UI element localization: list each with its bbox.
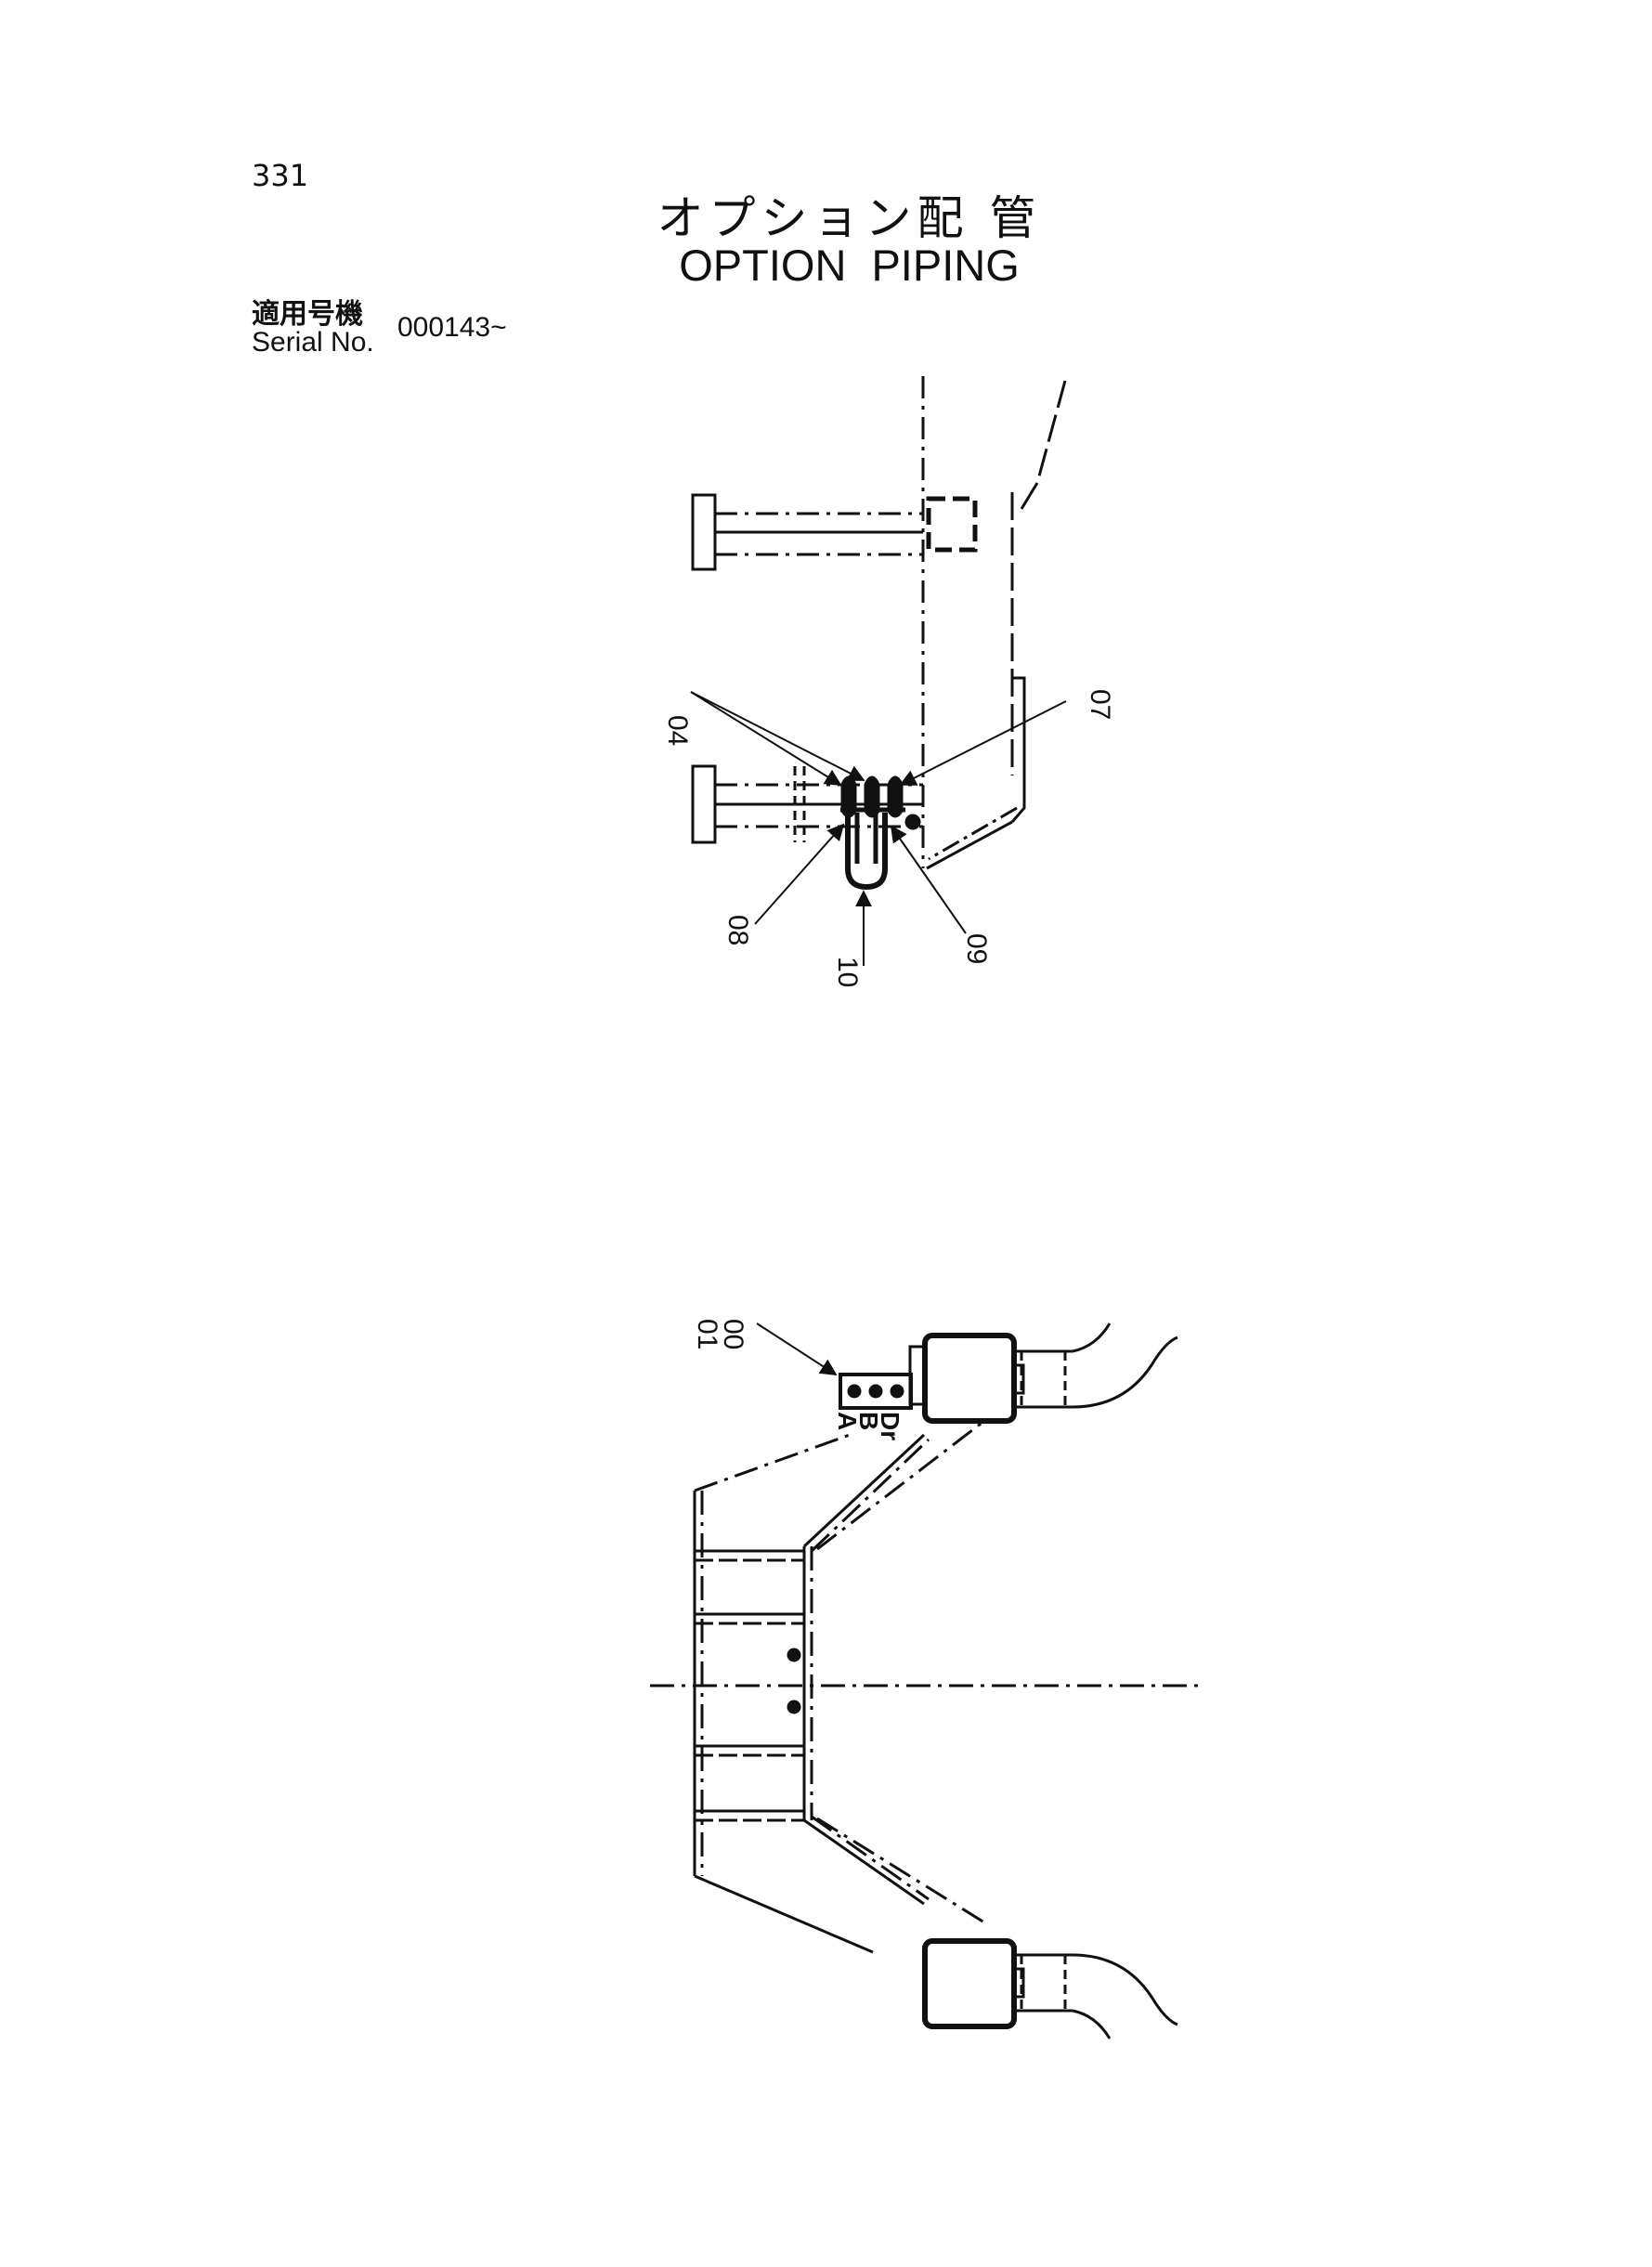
part-label-04: 04: [662, 715, 693, 746]
part-label-10: 10: [832, 957, 863, 987]
port-label-dr: Dr: [876, 1412, 904, 1440]
page-number: 331: [252, 158, 309, 193]
page-title: OPTION PIPING: [679, 241, 1020, 290]
lower-view: [650, 1322, 1198, 2039]
part-label-01: 01: [692, 1319, 722, 1349]
part-label-00: 00: [718, 1319, 748, 1349]
port-label-b: B: [854, 1412, 883, 1430]
part-label-08: 08: [722, 915, 753, 945]
port-label-a: A: [833, 1412, 862, 1430]
serial-label-japanese: 適用号機: [252, 298, 363, 331]
serial-number-range: 000143~: [397, 312, 507, 343]
part-label-07: 07: [1085, 689, 1115, 720]
part-label-09: 09: [961, 933, 992, 964]
upper-view: [690, 376, 1067, 966]
serial-label: Serial No.: [252, 327, 374, 358]
page-title-japanese: オプション配 管: [657, 191, 1042, 245]
